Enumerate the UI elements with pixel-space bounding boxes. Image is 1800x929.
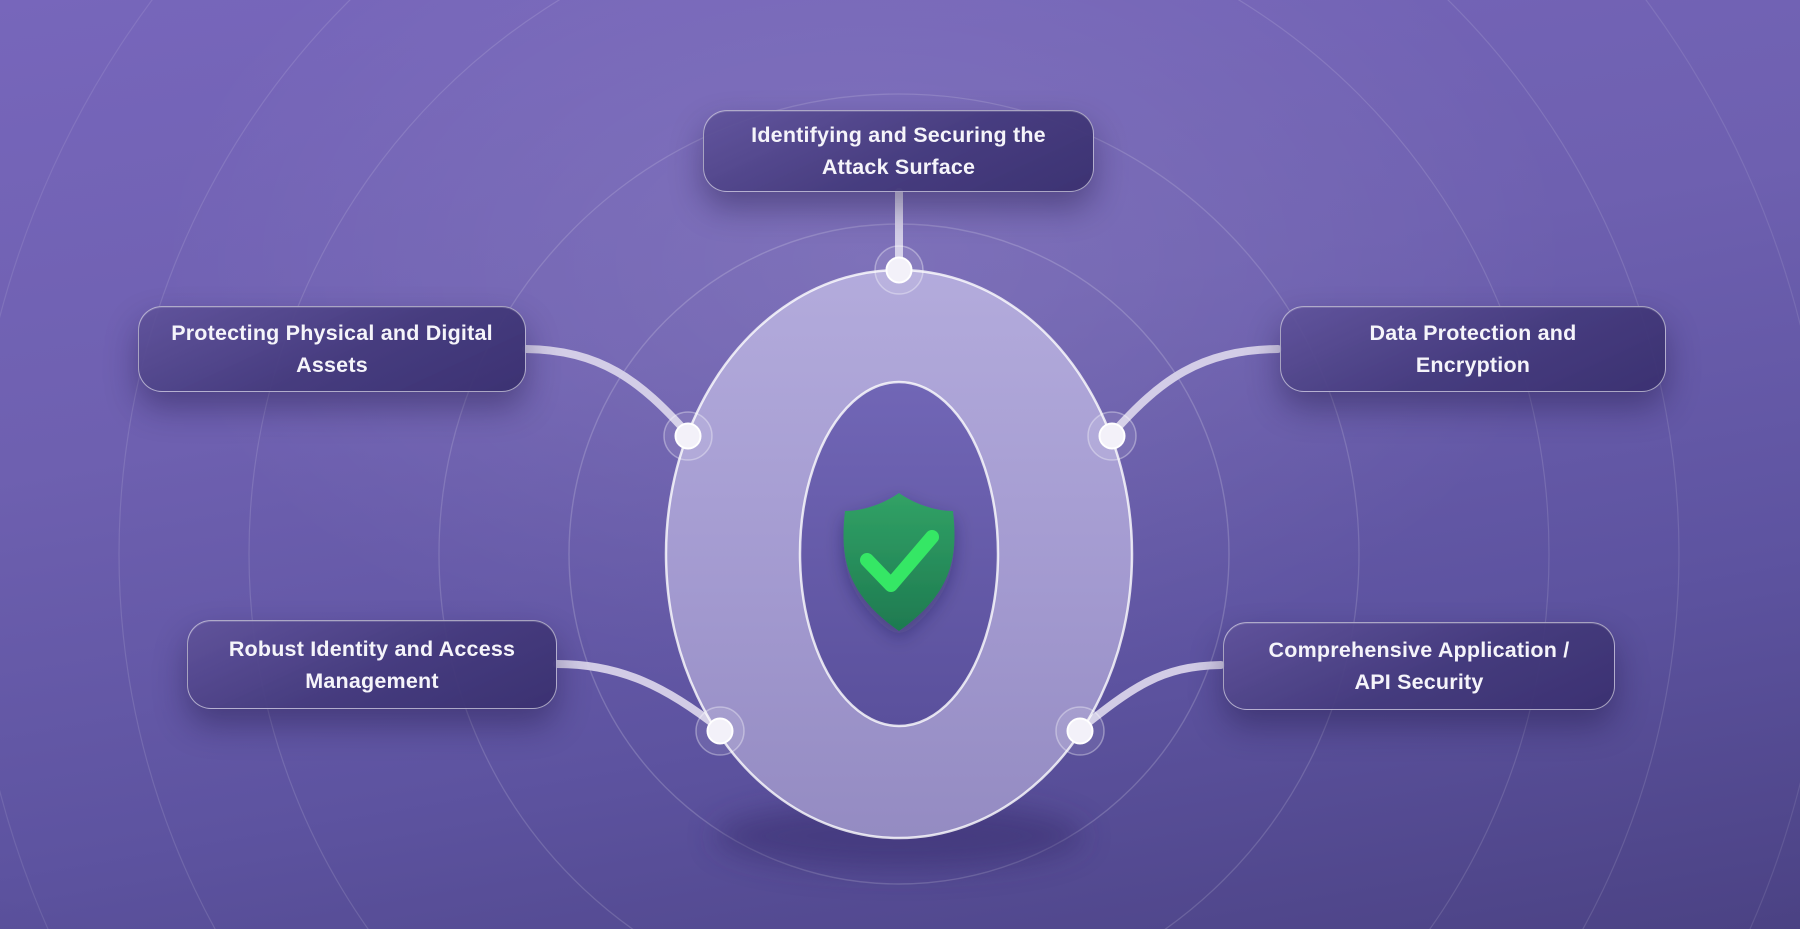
node-label-line: Encryption [1415, 353, 1531, 377]
zero-shape [664, 268, 1134, 840]
node-label-line: Comprehensive Application / [1268, 638, 1570, 662]
dot-top [874, 245, 924, 295]
node-identity-access: Robust Identity and Access Management [187, 620, 557, 709]
connector-left-lower [553, 660, 724, 733]
connector-dots [663, 245, 1137, 756]
node-label-line: Protecting Physical and Digital [171, 321, 493, 345]
checkmark [860, 530, 939, 592]
node-label-line: Robust Identity and Access [228, 636, 516, 661]
dot-right-lower [1055, 706, 1105, 756]
node-label-line: API Security [1354, 670, 1484, 694]
node-label-line: Identifying and Securing the [751, 123, 1046, 147]
connector-right-lower [1076, 661, 1225, 733]
shield-body [843, 493, 955, 631]
shield-check-icon [843, 493, 955, 631]
connector-left-upper [522, 345, 692, 438]
connector-lines [522, 188, 1282, 733]
dot-right-upper [1087, 411, 1137, 461]
node-label-line: Data Protection and [1369, 321, 1577, 345]
node-data-protection: Data Protection and Encryption [1280, 306, 1666, 392]
node-label-line: Assets [296, 353, 368, 377]
node-physical-digital-assets: Protecting Physical and Digital Assets [138, 306, 526, 392]
node-label-line: Attack Surface [821, 155, 976, 179]
connector-right-upper [1108, 345, 1282, 438]
node-label-line: Management [305, 668, 439, 693]
node-attack-surface: Identifying and Securing the Attack Surf… [703, 110, 1094, 192]
dot-left-lower [695, 706, 745, 756]
node-application-api-security: Comprehensive Application / API Security [1223, 622, 1615, 710]
dot-left-upper [663, 411, 713, 461]
